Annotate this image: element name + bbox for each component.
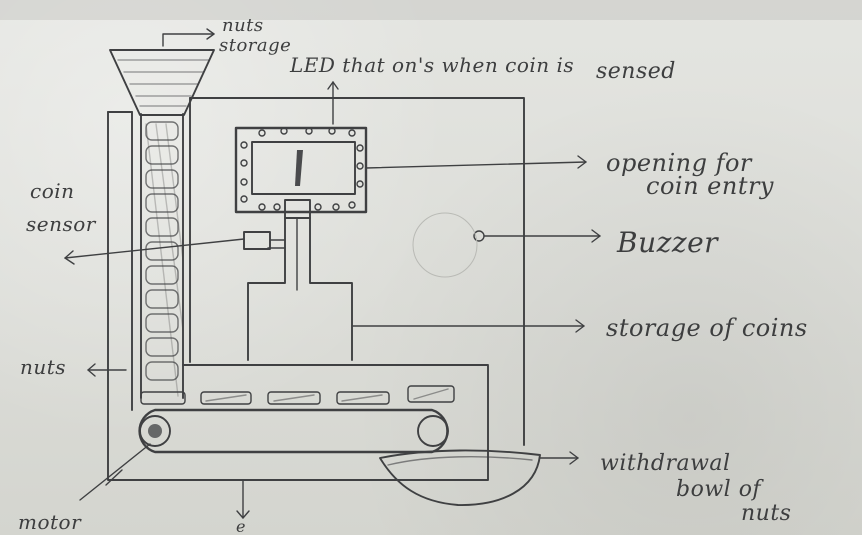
label-withdrawal-2: bowl of — [676, 477, 764, 502]
conveyor-belt — [140, 410, 448, 452]
withdrawal-bowl-rim — [388, 457, 532, 465]
label-coin-sensor-1: coin — [30, 179, 75, 203]
label-nuts-storage-1: nuts — [222, 15, 264, 36]
coin-slot-display — [252, 142, 355, 194]
coin-tube-top — [285, 200, 310, 218]
label-nuts-left: nuts — [20, 355, 66, 379]
label-buzzer: Buzzer — [616, 226, 719, 259]
label-motor: motor — [18, 510, 82, 534]
coin-sensor — [244, 232, 270, 249]
label-storage-coins: storage of coins — [606, 314, 808, 342]
paper-top-strip — [0, 0, 862, 20]
label-bottom-cut: e — [236, 517, 246, 535]
label-nuts-storage-2: storage — [219, 35, 291, 56]
opening-leader — [366, 162, 586, 168]
led-ring — [241, 128, 363, 210]
label-withdrawal-1: withdrawal — [600, 451, 731, 476]
label-led: LED that on's when coin is — [289, 53, 574, 77]
motor-hub — [148, 424, 162, 438]
coin-slot-opening — [295, 150, 303, 186]
motor-leader — [80, 444, 150, 500]
buzzer-faint-circle — [413, 213, 477, 277]
idler-pulley — [418, 416, 448, 446]
conveyor-nuts — [141, 386, 454, 404]
label-coin-sensor-2: sensor — [26, 212, 97, 236]
label-opening-2: coin entry — [646, 172, 774, 200]
conveyor-nut-shading — [206, 389, 448, 401]
coin-tube-and-box — [248, 218, 352, 360]
label-led-2: sensed — [596, 59, 676, 84]
nuts-storage-leader — [163, 34, 214, 46]
label-withdrawal-3: nuts — [741, 501, 791, 526]
